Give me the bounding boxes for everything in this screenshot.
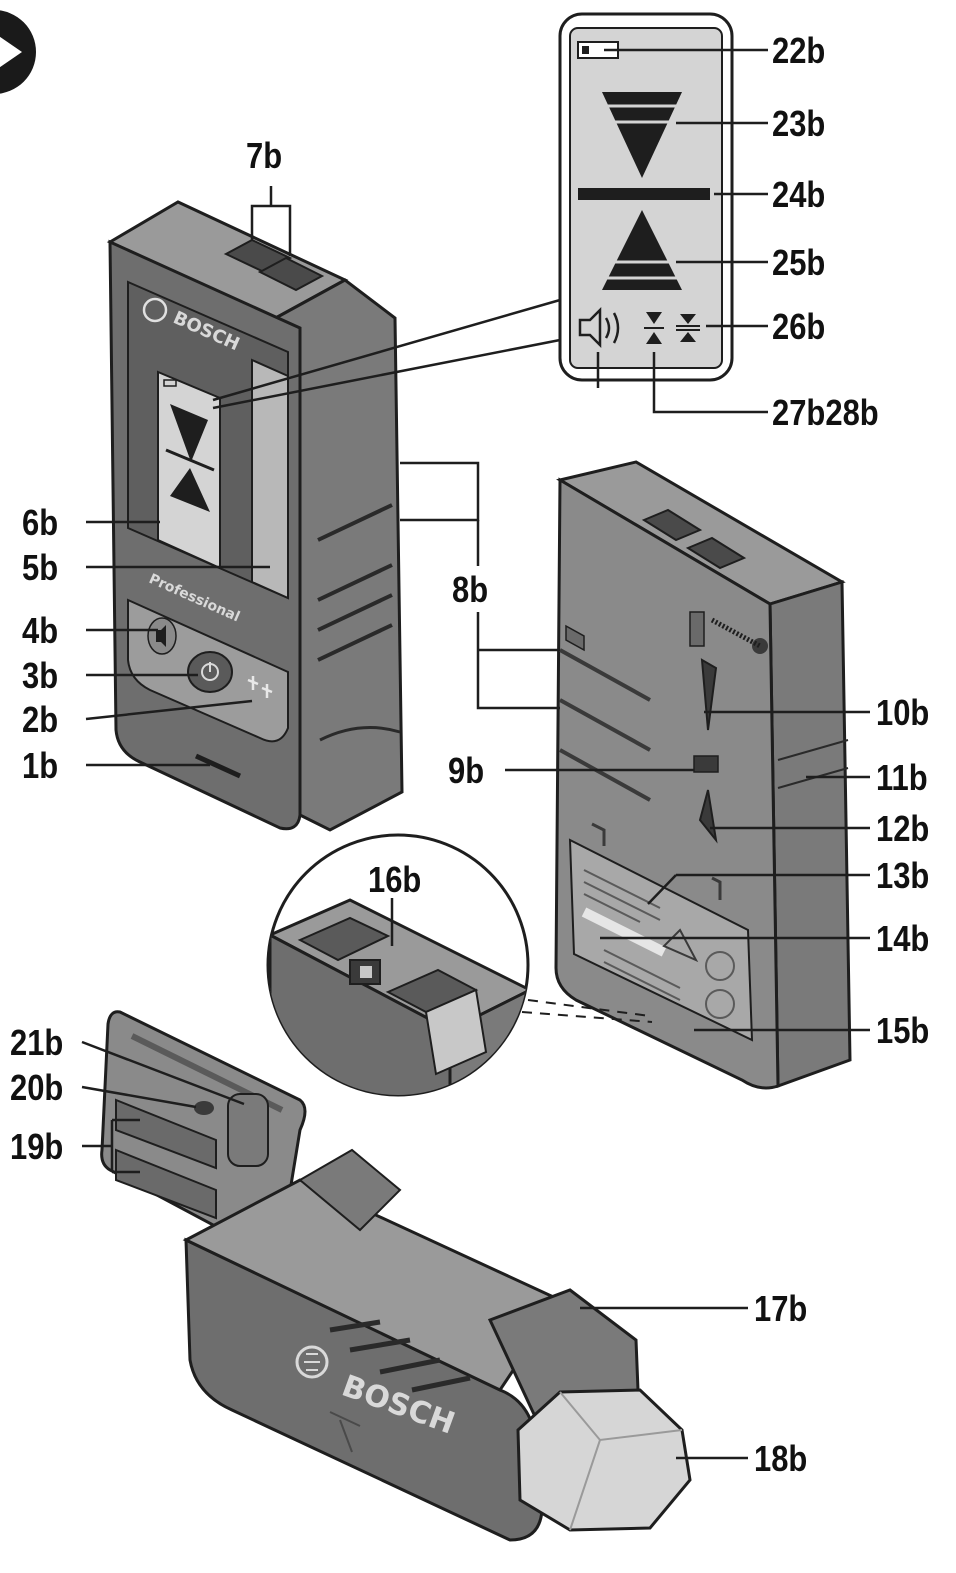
label-20b: 20b xyxy=(10,1067,64,1108)
label-15b: 15b xyxy=(876,1010,930,1051)
label-3b: 3b xyxy=(22,655,59,696)
label-24b: 24b xyxy=(772,174,826,215)
label-13b: 13b xyxy=(876,855,930,896)
label-2b: 2b xyxy=(22,699,59,740)
speaker-icon xyxy=(156,625,166,647)
label-1b: 1b xyxy=(22,745,59,786)
receiver-back xyxy=(521,460,852,1090)
label-16b: 16b xyxy=(368,859,422,900)
label-27b28b: 27b28b xyxy=(772,392,879,433)
label-12b: 12b xyxy=(876,808,930,849)
label-9b: 9b xyxy=(448,750,485,791)
label-18b: 18b xyxy=(754,1438,808,1479)
label-14b: 14b xyxy=(876,918,930,959)
leader-lines xyxy=(81,48,870,1460)
label-8b: 8b xyxy=(452,569,489,610)
label-5b: 5b xyxy=(22,547,59,588)
label-22b: 22b xyxy=(772,30,826,71)
label-7b: 7b xyxy=(246,135,283,176)
label-19b: 19b xyxy=(10,1126,64,1167)
label-26b: 26b xyxy=(772,306,826,347)
label-25b: 25b xyxy=(772,242,826,283)
label-4b: 4b xyxy=(22,610,59,651)
receiver-front: BOSCH Professional xyxy=(106,200,404,832)
label-11b: 11b xyxy=(876,757,928,798)
play-icon xyxy=(0,10,36,94)
universal-mount: BOSCH xyxy=(100,1010,692,1542)
label-17b: 17b xyxy=(754,1288,808,1329)
center-line-icon xyxy=(247,676,273,698)
label-23b: 23b xyxy=(772,103,826,144)
label-6b: 6b xyxy=(22,502,59,543)
display-zoom xyxy=(212,12,734,410)
label-21b: 21b xyxy=(10,1022,64,1063)
label-10b: 10b xyxy=(876,692,930,733)
